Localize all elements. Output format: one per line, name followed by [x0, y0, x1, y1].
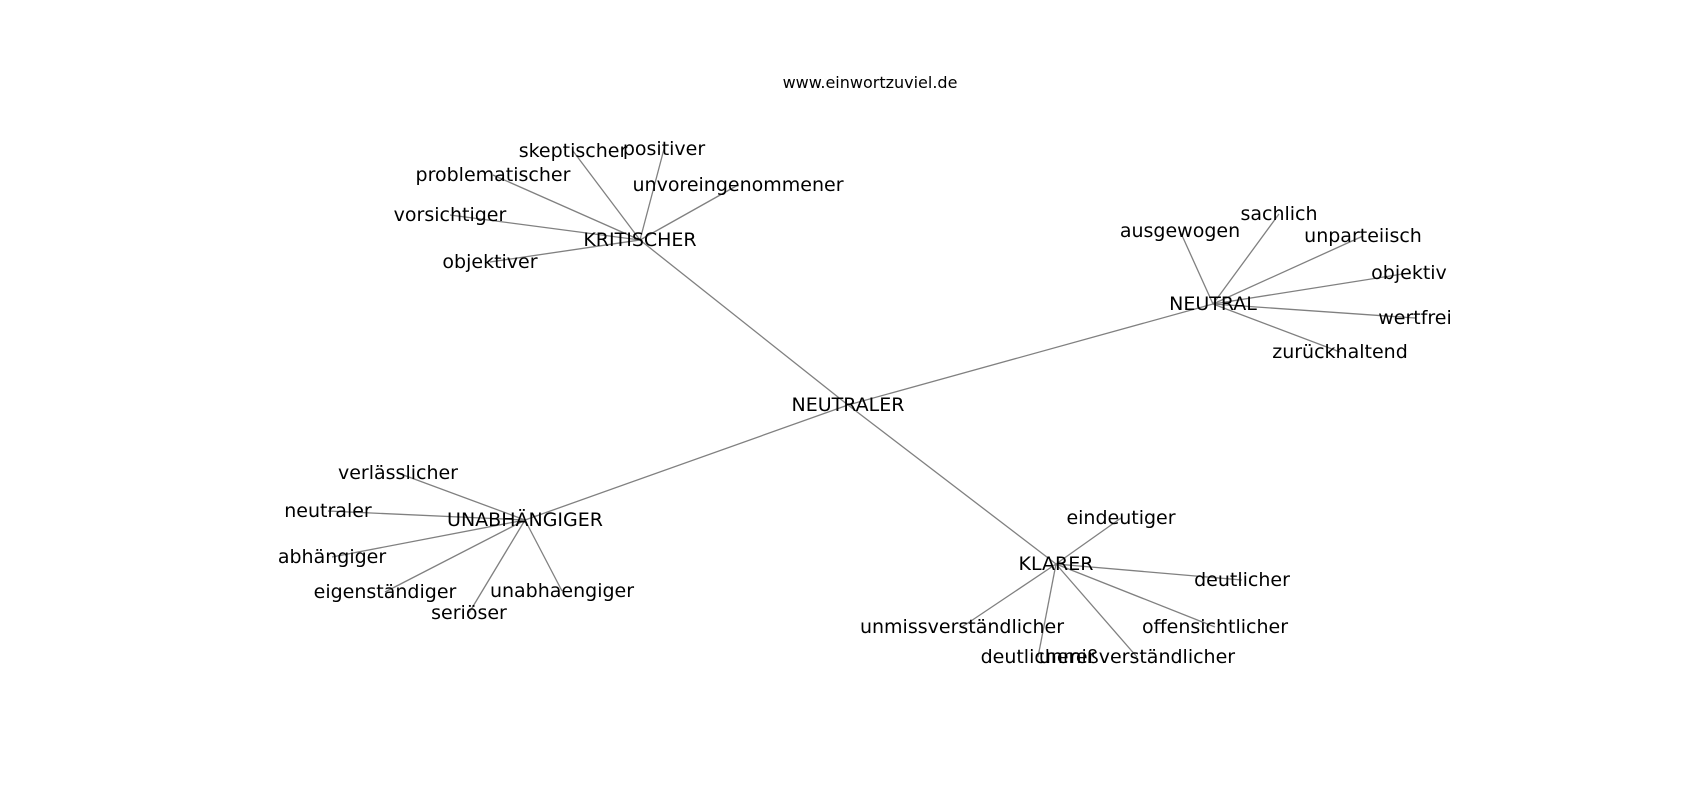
edge-unabhaengiger-2 — [331, 519, 526, 558]
edge-kritischer-1 — [639, 148, 665, 241]
node-kritischer-child: objektiver — [442, 251, 537, 273]
edge-center-unabhaengiger — [524, 404, 849, 521]
node-kritischer-child: unvoreingenommener — [632, 174, 843, 196]
edge-klarer-3 — [961, 563, 1057, 628]
edge-unabhaengiger-1 — [327, 510, 526, 521]
node-unabhaengiger: UNABHÄNGIGER — [447, 508, 603, 531]
edge-klarer-0 — [1055, 517, 1122, 565]
node-klarer-child: deutlicher — [1194, 569, 1290, 591]
node-unabhaengiger-child: neutraler — [284, 500, 372, 522]
node-unabhaengiger-child: verlässlicher — [338, 462, 458, 484]
node-neutral: NEUTRAL — [1169, 293, 1257, 315]
edges-layer — [327, 148, 1416, 658]
edge-klarer-4 — [1037, 563, 1057, 658]
edge-unabhaengiger-5 — [468, 519, 526, 614]
node-kritischer-child: positiver — [623, 138, 706, 160]
node-unabhaengiger-child: seriöser — [431, 602, 507, 624]
edge-kritischer-4 — [449, 214, 641, 241]
edge-klarer-2 — [1055, 563, 1216, 628]
node-kritischer-child: vorsichtiger — [394, 204, 507, 226]
source-label: www.einwortzuviel.de — [783, 73, 958, 92]
edge-unabhaengiger-4 — [524, 519, 563, 592]
node-neutral-child: wertfrei — [1378, 307, 1452, 329]
edge-kritischer-3 — [639, 184, 739, 241]
node-klarer-child: eindeutiger — [1066, 507, 1175, 529]
edge-neutral-3 — [1212, 272, 1410, 305]
edge-center-neutral — [847, 303, 1214, 406]
node-neutral-child: objektiv — [1371, 262, 1447, 284]
node-klarer-child: offensichtlicher — [1142, 616, 1288, 638]
edge-unabhaengiger-0 — [397, 472, 526, 521]
edge-kritischer-0 — [572, 150, 641, 241]
edge-center-klarer — [847, 404, 1057, 565]
edge-neutral-4 — [1212, 303, 1416, 319]
edge-klarer-1 — [1055, 563, 1243, 581]
node-neutral-child: ausgewogen — [1120, 220, 1240, 242]
edge-center-kritischer — [639, 239, 849, 406]
node-kritischer: KRITISCHER — [583, 229, 696, 251]
node-kritischer-child: skeptischer — [519, 140, 628, 162]
node-center: NEUTRALER — [792, 394, 905, 416]
node-klarer-child: deutlicherer — [981, 646, 1096, 668]
edge-neutral-2 — [1212, 235, 1364, 305]
edge-neutral-0 — [1179, 230, 1214, 305]
edge-kritischer-5 — [489, 239, 641, 263]
node-neutral-child: unparteiisch — [1304, 225, 1422, 247]
edge-klarer-5 — [1055, 563, 1138, 658]
node-kritischer-child: problematischer — [416, 164, 571, 186]
node-unabhaengiger-child: eigenständiger — [314, 581, 457, 603]
node-neutral-child: sachlich — [1240, 203, 1317, 225]
node-neutral-child: zurückhaltend — [1272, 341, 1408, 363]
node-unabhaengiger-child: abhängiger — [278, 546, 387, 568]
node-klarer-child: unmißverständlicher — [1039, 646, 1235, 668]
node-klarer-child: unmissverständlicher — [860, 616, 1064, 638]
edge-kritischer-2 — [492, 174, 641, 241]
edge-unabhaengiger-3 — [384, 519, 526, 593]
edge-neutral-1 — [1212, 213, 1280, 305]
node-klarer: KLARER — [1019, 553, 1094, 575]
edge-neutral-5 — [1212, 303, 1341, 353]
node-unabhaengiger-child: unabhaengiger — [490, 580, 634, 602]
